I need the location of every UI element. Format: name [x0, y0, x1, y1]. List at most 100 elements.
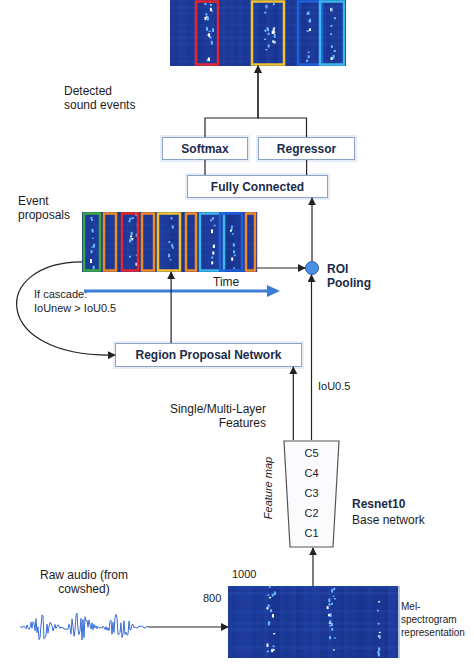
event-box [158, 214, 180, 271]
spectrogram-row [228, 634, 398, 637]
spectrogram-bg [170, 0, 346, 66]
spectrogram-dot [131, 232, 133, 235]
connector [311, 275, 312, 440]
spectrogram-dot [308, 11, 310, 14]
spectrogram-row [82, 248, 257, 251]
box-label: Fully Connected [211, 180, 304, 194]
spectrogram-dot [273, 27, 275, 28]
spectrogram-dot [330, 33, 332, 35]
rotated-label: Feature map [261, 453, 275, 523]
edge-label: IoU0.5 [318, 379, 368, 393]
spectrogram-row [228, 616, 398, 619]
spectrogram-dot [210, 219, 212, 221]
time-arrow-line [84, 290, 268, 293]
connector [311, 198, 312, 261]
spectrogram-row [82, 254, 257, 257]
spectrogram-dot [172, 225, 174, 228]
spectrogram-dot [378, 601, 380, 602]
time-arrow-head [267, 285, 280, 297]
waveform-line [20, 613, 148, 640]
spectrogram-dot [212, 252, 214, 255]
process-box: Softmax [162, 137, 248, 160]
connector [171, 272, 172, 343]
spectrogram-dot [265, 5, 267, 9]
event-box [186, 214, 196, 271]
spectrogram [82, 212, 257, 272]
spectrogram-dot [308, 52, 310, 54]
spectrogram-dot [309, 28, 311, 31]
process-box: Region Proposal Network [115, 343, 302, 367]
spectrogram-dot [90, 259, 92, 263]
connector [306, 160, 307, 175]
spectrogram-dot [92, 238, 94, 239]
spectrogram-dot [378, 648, 380, 652]
process-box: Regressor [258, 137, 355, 160]
spectrogram-dot [268, 604, 270, 607]
network-role: Base network [352, 513, 438, 527]
spectrogram-dot [270, 609, 272, 612]
spectrogram-dot [306, 60, 308, 63]
network-name: Resnet10 [352, 497, 432, 511]
spectrogram-dot [205, 17, 207, 20]
spectrogram-dot [231, 227, 233, 230]
node-label: ROI Pooling [327, 262, 383, 290]
spectrogram-dot [334, 17, 336, 19]
spectrogram-row [82, 260, 257, 263]
edge-label: If cascade: IoUnew > IoU0.5 [34, 287, 126, 315]
spectrogram-dot [212, 217, 214, 220]
connector [258, 66, 307, 137]
spectrogram-dot [329, 603, 331, 605]
spectrogram-row [82, 242, 257, 245]
spectrogram-row [228, 640, 398, 643]
spectrogram-dot [208, 33, 210, 37]
spectrogram-dot [309, 19, 311, 23]
spectrogram-row [228, 646, 398, 649]
spectrogram-dot [211, 229, 213, 233]
spectrogram-dot [168, 241, 170, 243]
spectrogram-dot [269, 586, 271, 588]
spectrogram-dot [208, 58, 210, 62]
spectrogram-dot [267, 650, 269, 652]
spectrogram-dot [331, 628, 333, 631]
spectrogram-dot [274, 34, 276, 38]
waveform [20, 612, 148, 642]
spectrogram-dot [132, 217, 134, 219]
event-box [84, 214, 100, 271]
event-box [142, 214, 154, 271]
spectrogram-dot [330, 25, 332, 27]
connector [205, 66, 258, 137]
spectrogram-dot [211, 41, 213, 45]
spectrogram-row [228, 610, 398, 613]
spectrogram-dot [267, 644, 269, 647]
node-label: Mel-spectrogram representation [401, 600, 473, 639]
layer-name: C5 [283, 446, 340, 460]
spectrogram-dot [231, 226, 233, 228]
spectrogram-dot [333, 55, 335, 59]
box-label: Region Proposal Network [135, 348, 281, 362]
spectrogram-dot [267, 28, 269, 31]
spectrogram-dot [331, 45, 333, 48]
spectrogram-dot [307, 30, 309, 32]
spectrogram-dot [379, 635, 381, 639]
spectrogram-dot [268, 33, 270, 35]
spectrogram-dot [234, 255, 236, 257]
spectrogram-dot [211, 257, 213, 259]
spectrogram-row [228, 622, 398, 625]
network-outline [284, 441, 339, 547]
spectrogram-dot [264, 30, 266, 32]
spectrogram-dot [207, 17, 209, 21]
event-box [104, 214, 116, 271]
spectrogram-dot [233, 251, 235, 254]
spectrogram-dot [92, 229, 94, 233]
box-label: Regressor [277, 142, 336, 156]
layer-name: C1 [283, 526, 340, 540]
spectrogram-row [228, 586, 398, 589]
spectrogram-dot [171, 244, 173, 247]
spectrogram-dot [209, 31, 211, 32]
event-box [252, 2, 284, 65]
spectrogram-dot [268, 45, 270, 48]
pooling-circle [305, 261, 319, 275]
dimension: 800 [203, 591, 233, 605]
spectrogram-dot [265, 49, 267, 50]
spectrogram-dot [90, 217, 92, 219]
